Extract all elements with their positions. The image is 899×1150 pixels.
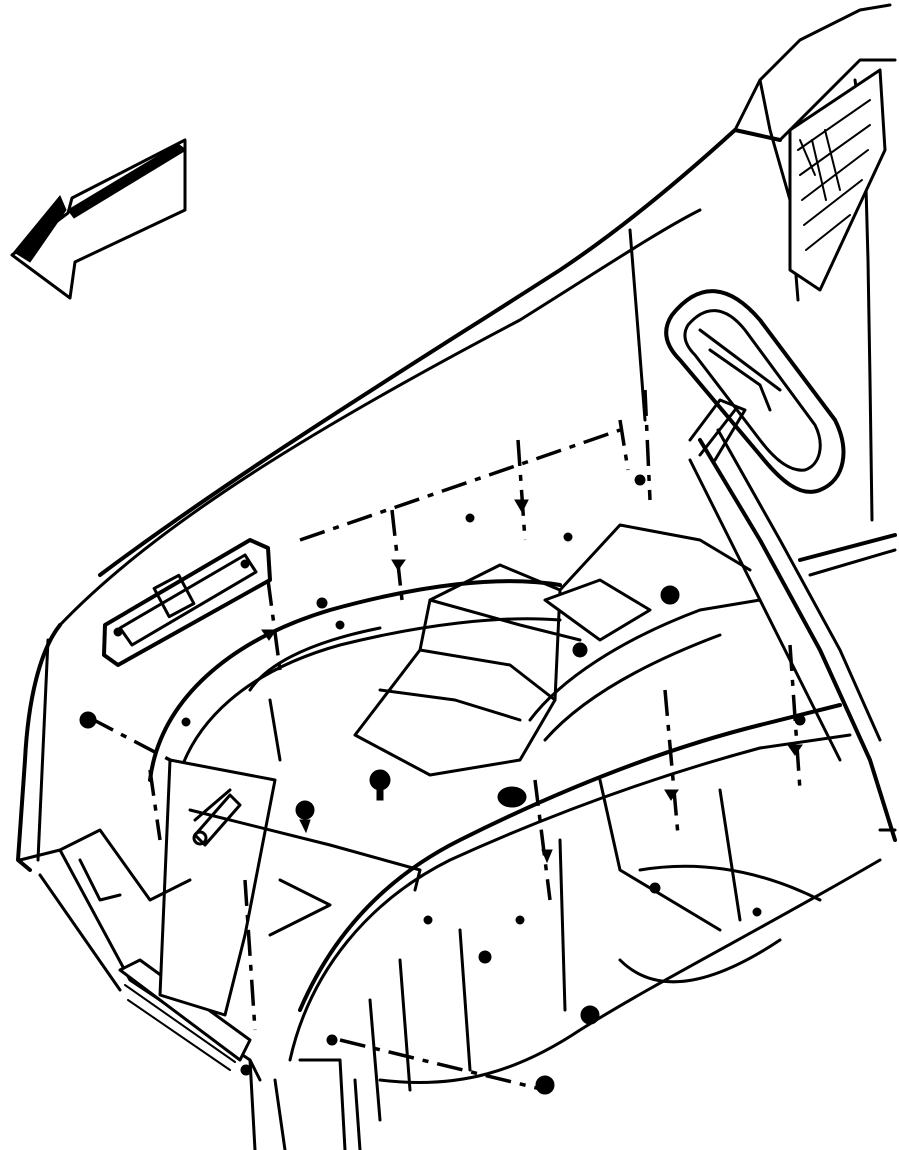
fender-panel	[58, 3, 897, 627]
side-marker-lamp	[102, 538, 272, 667]
exploded-view-lines	[89, 389, 802, 1092]
hood-hinge-brace	[688, 428, 897, 842]
fastener	[79, 474, 806, 1095]
retainer-clip	[192, 793, 242, 847]
arrow-left-icon	[10, 138, 187, 300]
side-mirror	[664, 289, 846, 494]
fender-liner	[16, 523, 882, 1150]
